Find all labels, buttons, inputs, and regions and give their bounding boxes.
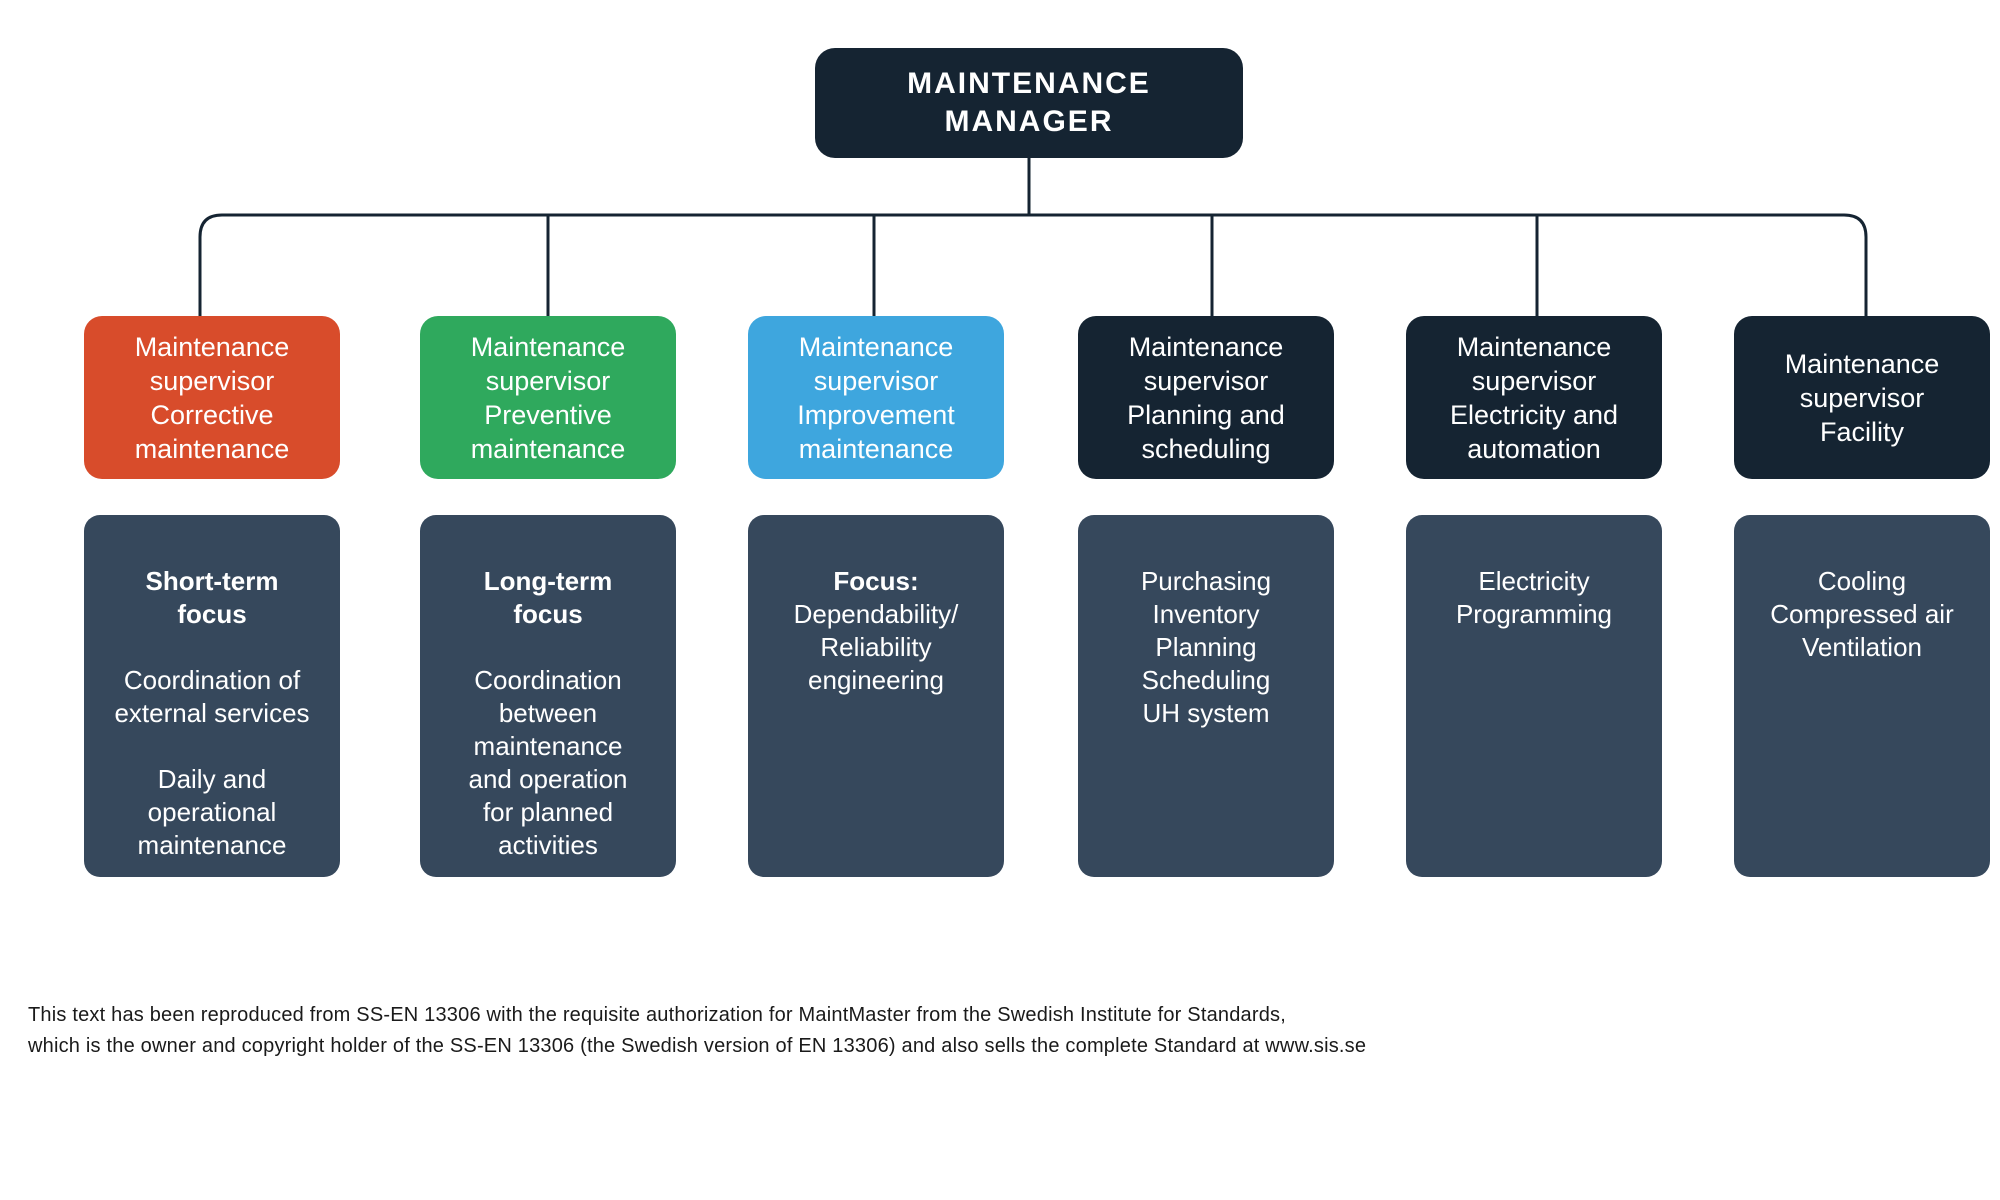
supervisor-label-preventive: Maintenance supervisor Preventive mainte… [470, 331, 626, 464]
detail-body-facility: Cooling Compressed air Ventilation [1770, 566, 1954, 662]
horizontal-rail-line [198, 213, 1868, 316]
supervisor-label-electricity: Maintenance supervisor Electricity and a… [1449, 331, 1619, 464]
detail-body-electricity: Electricity Programming [1455, 566, 1613, 629]
detail-body-corrective: Coordination of external services Daily … [114, 665, 310, 860]
detail-box-facility: Cooling Compressed air Ventilation [1734, 515, 1990, 877]
detail-heading-preventive: Long-term focus [483, 566, 613, 629]
supervisor-box-electricity: Maintenance supervisor Electricity and a… [1406, 316, 1662, 479]
supervisor-label-planning: Maintenance supervisor Planning and sche… [1127, 331, 1285, 464]
detail-body-preventive: Coordination between maintenance and ope… [468, 665, 628, 860]
detail-box-corrective: Short-term focus Coordination of externa… [84, 515, 340, 877]
supervisor-label-corrective: Maintenance supervisor Corrective mainte… [134, 331, 290, 464]
copyright-line-1: This text has been reproduced from SS-EN… [28, 1004, 1287, 1026]
detail-box-preventive: Long-term focus Coordination between mai… [420, 515, 676, 877]
copyright-note: This text has been reproduced from SS-EN… [28, 1000, 1366, 1062]
supervisor-label-improvement: Maintenance supervisor Improvement maint… [797, 331, 955, 464]
supervisor-box-improvement: Maintenance supervisor Improvement maint… [748, 316, 1004, 479]
supervisor-label-facility: Maintenance supervisor Facility [1784, 348, 1940, 447]
manager-label: MAINTENANCE MANAGER [907, 67, 1151, 138]
detail-box-improvement: Focus: Dependability/ Reliability engine… [748, 515, 1004, 877]
supervisor-box-corrective: Maintenance supervisor Corrective mainte… [84, 316, 340, 479]
supervisor-box-planning: Maintenance supervisor Planning and sche… [1078, 316, 1334, 479]
detail-heading-improvement: Focus: [833, 566, 919, 596]
detail-box-planning: Purchasing Inventory Planning Scheduling… [1078, 515, 1334, 877]
detail-heading-corrective: Short-term focus [145, 566, 279, 629]
supervisor-box-facility: Maintenance supervisor Facility [1734, 316, 1990, 479]
manager-box: MAINTENANCE MANAGER [815, 48, 1243, 158]
supervisor-box-preventive: Maintenance supervisor Preventive mainte… [420, 316, 676, 479]
detail-body-planning: Purchasing Inventory Planning Scheduling… [1140, 566, 1272, 728]
detail-box-electricity: Electricity Programming [1406, 515, 1662, 877]
detail-body-improvement: Dependability/ Reliability engineering [793, 599, 959, 695]
copyright-line-2: which is the owner and copyright holder … [28, 1035, 1367, 1057]
